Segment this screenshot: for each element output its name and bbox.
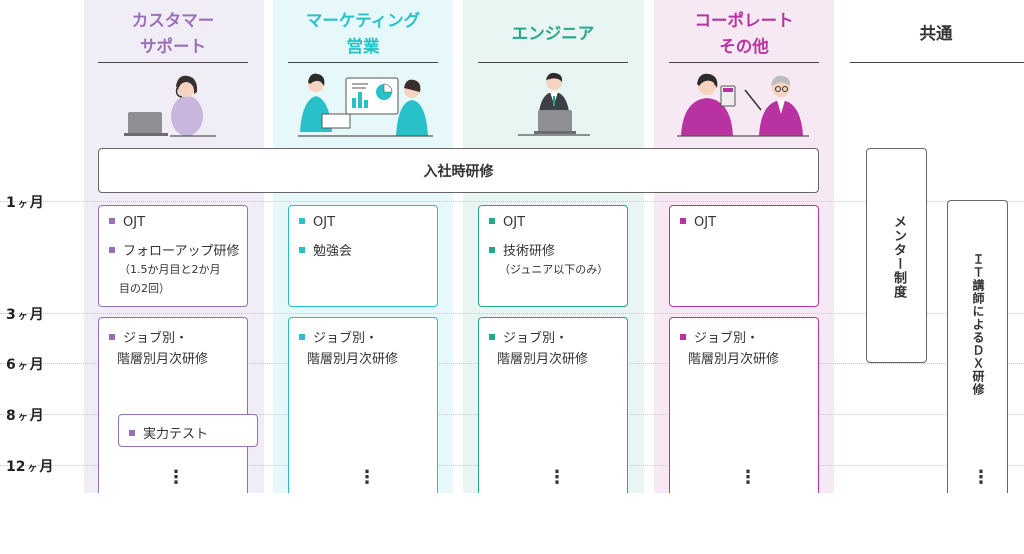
list-item: ジョブ別・ bbox=[680, 327, 759, 346]
list-item: OJT bbox=[680, 215, 716, 230]
list-item: OJT bbox=[299, 215, 335, 230]
header-rule bbox=[478, 62, 628, 63]
engineer-laptop-illustration bbox=[518, 72, 590, 136]
onboarding-training-box: 入社時研修 bbox=[98, 148, 819, 193]
onboarding-training-label: 入社時研修 bbox=[423, 163, 494, 180]
followup-note: （1.5か月目と2か月 目の2回） bbox=[119, 263, 221, 296]
list-item: 実力テスト bbox=[129, 423, 208, 442]
continuation-dots: ⋮ bbox=[548, 467, 566, 488]
timeline-line-3 bbox=[0, 313, 1024, 314]
continuation-dots: ⋮ bbox=[972, 467, 990, 488]
continuation-dots: ⋮ bbox=[167, 467, 185, 488]
header-rule bbox=[850, 62, 1024, 63]
timeline-line-1 bbox=[0, 201, 1024, 202]
list-item-continued: 階層別月次研修 bbox=[688, 352, 780, 367]
list-item: ジョブ別・ bbox=[489, 327, 568, 346]
mentor-system-label: メンター制度 bbox=[891, 215, 906, 299]
continuation-dots: ⋮ bbox=[358, 467, 376, 488]
header-rule bbox=[669, 62, 819, 63]
sales-presentation-illustration bbox=[298, 73, 433, 137]
list-item-continued: 階層別月次研修 bbox=[307, 352, 399, 367]
phase2-box-engineer: ジョブ別・ 階層別月次研修 bbox=[478, 317, 628, 493]
continuation-dots: ⋮ bbox=[739, 467, 757, 488]
phase1-box-engineer: OJT 技術研修 （ジュニア以下のみ） bbox=[478, 205, 628, 307]
corporate-calculator-illustration bbox=[677, 73, 809, 137]
list-item: フォローアップ研修 bbox=[109, 240, 239, 259]
phase2-box-customer-support: ジョブ別・ 階層別月次研修 bbox=[98, 317, 248, 493]
header-rule bbox=[288, 62, 438, 63]
tech-training-note: （ジュニア以下のみ） bbox=[499, 263, 609, 276]
list-item: OJT bbox=[489, 215, 525, 230]
list-item: 勉強会 bbox=[299, 240, 352, 259]
dx-training-label: ＩＴ講師によるＤＸ研修 bbox=[971, 253, 985, 396]
phase1-box-customer-support: OJT フォローアップ研修 （1.5か月目と2か月 目の2回） bbox=[98, 205, 248, 307]
list-item-continued: 階層別月次研修 bbox=[497, 352, 589, 367]
list-item: ジョブ別・ bbox=[109, 327, 188, 346]
column-title-engineer: エンジニア bbox=[511, 24, 595, 44]
list-item: 技術研修 bbox=[489, 240, 555, 259]
phase1-box-corporate: OJT bbox=[669, 205, 819, 307]
column-title-corporate: コーポレート その他 bbox=[694, 11, 794, 56]
column-title-marketing-sales: マーケティング 営業 bbox=[305, 11, 421, 56]
list-item: ジョブ別・ bbox=[299, 327, 378, 346]
dx-training-box: ＩＴ講師によるＤＸ研修 bbox=[947, 200, 1008, 493]
phase1-box-marketing-sales: OJT 勉強会 bbox=[288, 205, 438, 307]
phase2-box-corporate: ジョブ別・ 階層別月次研修 bbox=[669, 317, 819, 493]
column-title-customer-support: カスタマー サポート bbox=[131, 11, 215, 56]
list-item-continued: 階層別月次研修 bbox=[117, 352, 209, 367]
skill-test-box: 実力テスト bbox=[118, 414, 258, 447]
list-item: OJT bbox=[109, 215, 145, 230]
phase2-box-marketing-sales: ジョブ別・ 階層別月次研修 bbox=[288, 317, 438, 493]
header-rule bbox=[98, 62, 248, 63]
column-title-common: 共通 bbox=[919, 24, 953, 44]
mentor-system-box: メンター制度 bbox=[866, 148, 927, 363]
support-agent-headset-illustration bbox=[124, 75, 216, 137]
